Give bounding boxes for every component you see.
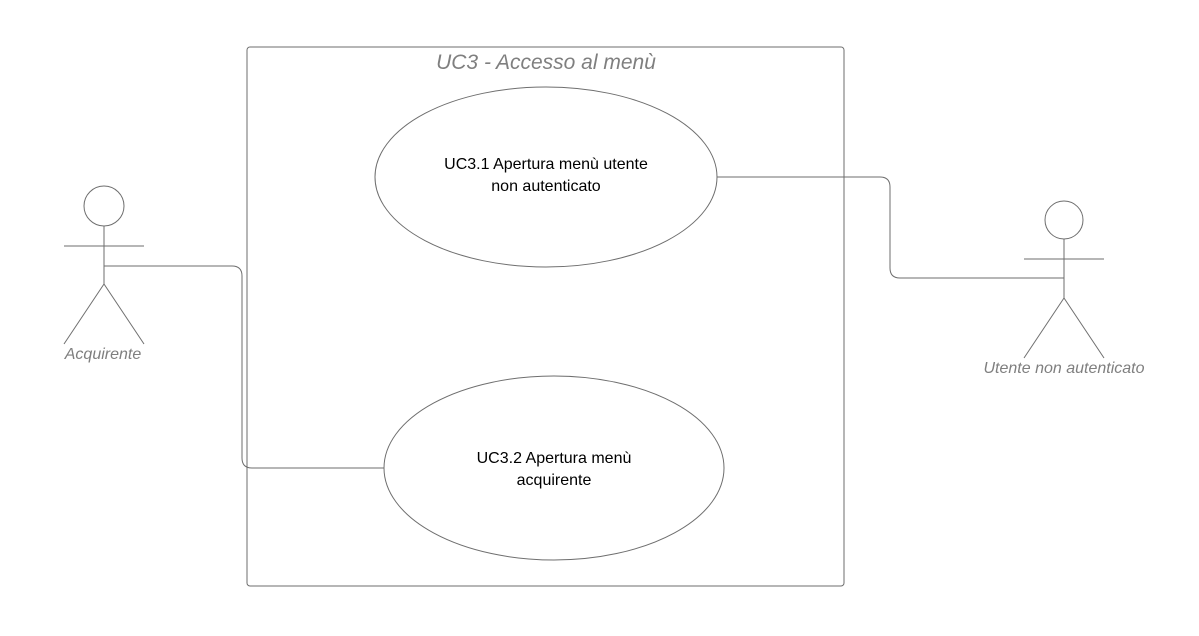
use-case-uc3-2-line1: UC3.2 Apertura menù (477, 450, 632, 467)
use-case-uc3-2-line2: acquirente (517, 472, 592, 489)
use-case-uc3-2[interactable]: UC3.2 Apertura menù acquirente (383, 375, 725, 561)
actor-guest[interactable]: Utente non autenticato (983, 200, 1145, 377)
use-case-uc3-1-line2: non autenticato (491, 178, 601, 195)
system-title: UC3 - Accesso al menù (436, 51, 656, 74)
actor-guest-right-leg (1063, 297, 1105, 359)
actor-guest-label: Utente non autenticato (983, 360, 1144, 377)
use-case-uc3-2-ellipse (383, 375, 725, 561)
connector-uc31-guest (716, 176, 1064, 279)
actor-buyer[interactable]: Acquirente (63, 185, 145, 363)
use-case-uc3-1-line1: UC3.1 Apertura menù utente (444, 156, 648, 173)
actor-buyer-right-leg (103, 283, 145, 345)
actor-buyer-left-leg (63, 283, 105, 345)
use-case-uc3-1[interactable]: UC3.1 Apertura menù utente non autentica… (374, 86, 718, 268)
actor-guest-left-leg (1023, 297, 1065, 359)
actor-buyer-label: Acquirente (64, 346, 142, 363)
connector-buyer-uc32 (104, 265, 385, 469)
actor-guest-head (1044, 200, 1084, 240)
system-boundary (246, 46, 845, 587)
use-case-uc3-1-ellipse (374, 86, 718, 268)
actor-buyer-head (83, 185, 125, 227)
